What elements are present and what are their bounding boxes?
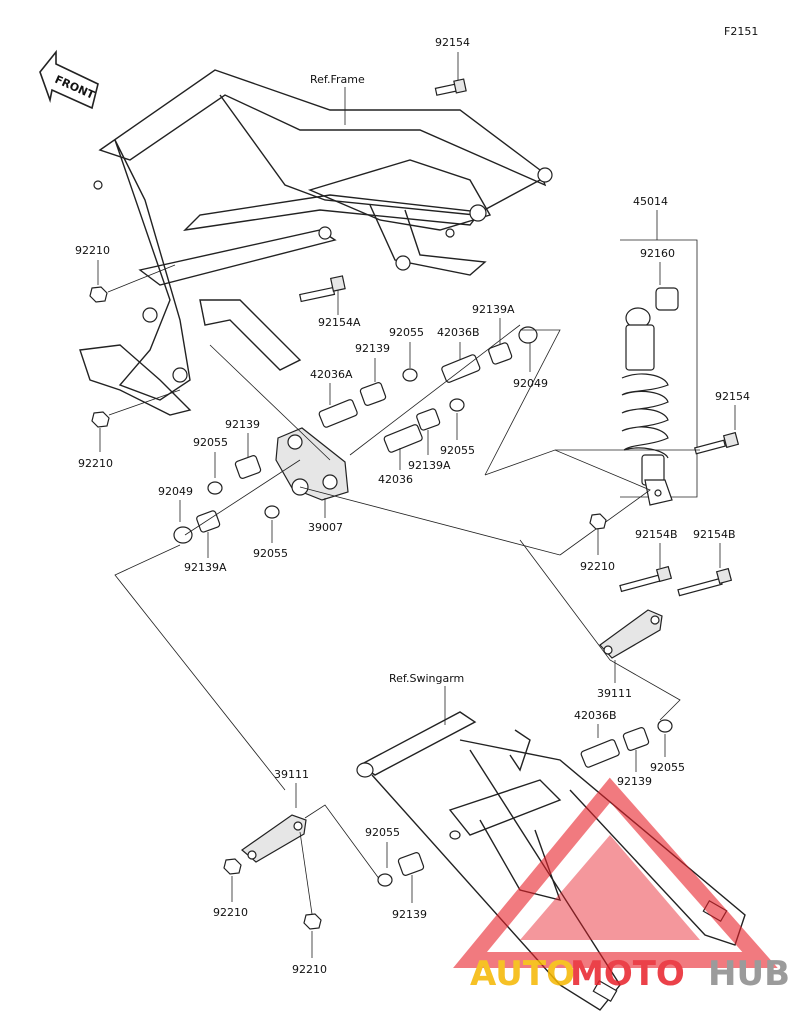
part-label: 92055 [365,826,400,839]
watermark-moto: MOTO [570,954,685,994]
seal-92055-right [657,719,673,733]
sleeve-42036a [318,399,358,428]
collar-92139a-mid [416,408,441,431]
shock-absorber [621,287,679,506]
part-label: 92139A [408,459,451,472]
nut-92210-shock [589,513,607,530]
seal-92055-left [207,481,223,495]
collar-92139a-left [196,510,221,533]
seal-92055-low [264,505,280,519]
bolt-92154b-left [619,565,673,593]
part-label: 92210 [580,560,615,573]
part-label: 92139 [225,418,260,431]
tie-rod-39111-upper [599,609,663,659]
part-label: 39111 [274,768,309,781]
part-label: 92055 [440,444,475,457]
part-label: 45014 [633,195,668,208]
part-label: 92055 [253,547,288,560]
collar-92139-upper [359,382,387,406]
bolt-92154-top [434,78,467,96]
part-label: 92154B [693,528,736,541]
part-label: 39007 [308,521,343,534]
collar-92139-right [622,727,650,751]
part-label: 92139A [472,303,515,316]
washer-92049-upper [518,326,538,344]
collar-92139-bottom [397,852,425,876]
part-label: 92210 [292,963,327,976]
part-label: 92139 [355,342,390,355]
seal-92055-bottom [377,873,393,887]
part-label: 42036 [378,473,413,486]
washer-92049-left [173,526,193,544]
sleeve-42036b-upper [441,354,481,383]
seal-92055-upper [402,368,418,382]
watermark-hub: HUB [708,954,790,994]
part-label: 92160 [640,247,675,260]
part-label: 92055 [650,761,685,774]
part-label: 92139A [184,561,227,574]
nut-92210-bottom-left [223,858,242,875]
part-label: 92154 [435,36,470,49]
part-label: 92055 [193,436,228,449]
part-label: 42036B [437,326,480,339]
part-label: 92210 [213,906,248,919]
collar-92139-left [234,455,262,479]
front-arrow-icon: FRONT [39,49,99,110]
collar-92139a-upper [488,342,513,365]
part-label: 42036A [310,368,353,381]
nut-92210-bottom [303,913,322,930]
watermark-auto: AUTO [470,954,575,994]
bolt-92154-right [693,431,740,455]
ref-swingarm-label: Ref.Swingarm [389,672,464,685]
bolt-92154b-right [677,567,733,597]
nut-92210-frame-top [89,286,108,303]
part-label: 92049 [513,377,548,390]
part-label: 92210 [78,457,113,470]
seal-92055-mid [449,398,465,412]
sleeve-42036b-lower [580,739,620,768]
part-label: 92055 [389,326,424,339]
part-label: 42036B [574,709,617,722]
tie-rod-39111-lower [241,814,307,863]
watermark-logo: AUTO MOTO HUB [453,777,790,994]
part-label: 92139 [392,908,427,921]
ref-frame-label: Ref.Frame [310,73,365,86]
part-label: 92154A [318,316,361,329]
nut-92210-frame-low [91,411,110,428]
part-label: 92049 [158,485,193,498]
part-label: 39111 [597,687,632,700]
diagram-code: F2151 [724,25,758,38]
part-label: 92154 [715,390,750,403]
part-label: 92154B [635,528,678,541]
rocker-39007 [275,427,349,501]
bolt-92154a [299,275,346,303]
part-label: 92139 [617,775,652,788]
part-label: 92210 [75,244,110,257]
sleeve-42036 [383,424,423,453]
frame-drawing [79,69,553,416]
